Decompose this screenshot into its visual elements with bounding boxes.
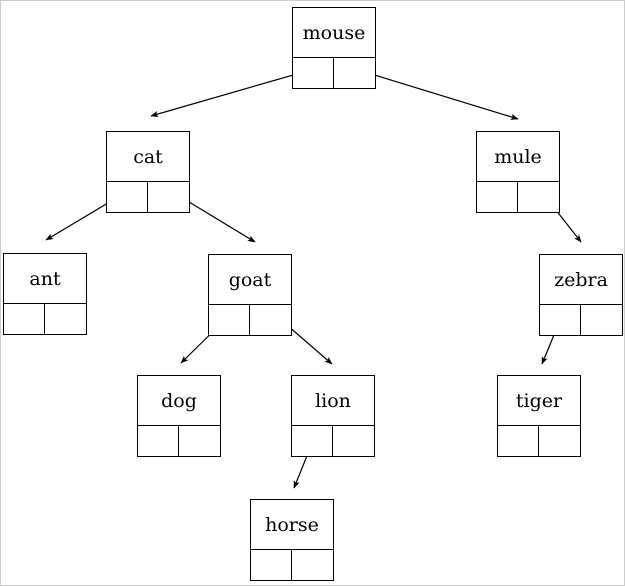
node-label-mouse: mouse <box>293 8 375 58</box>
node-label-dog: dog <box>138 376 220 426</box>
tree-node-goat[interactable]: goat <box>208 254 292 336</box>
tree-node-lion[interactable]: lion <box>291 375 375 457</box>
node-pointers-dog <box>138 426 220 457</box>
node-pointers-mule <box>477 182 559 213</box>
node-label-ant: ant <box>4 254 86 304</box>
node-pointers-horse <box>251 550 333 581</box>
tree-node-tiger[interactable]: tiger <box>497 375 581 457</box>
node-right-pointer-goat[interactable] <box>250 305 291 336</box>
node-left-pointer-horse[interactable] <box>251 550 292 581</box>
node-left-pointer-tiger[interactable] <box>498 426 539 457</box>
node-right-pointer-horse[interactable] <box>292 550 333 581</box>
node-right-pointer-mule[interactable] <box>518 182 559 213</box>
node-left-pointer-dog[interactable] <box>138 426 179 457</box>
node-pointers-goat <box>209 305 291 336</box>
node-pointers-tiger <box>498 426 580 457</box>
tree-edge-mouse-left-cat <box>150 68 315 118</box>
node-left-pointer-mouse[interactable] <box>293 58 334 89</box>
tree-node-horse[interactable]: horse <box>250 499 334 581</box>
node-label-tiger: tiger <box>498 376 580 426</box>
node-right-pointer-cat[interactable] <box>148 182 189 213</box>
node-pointers-zebra <box>540 305 622 336</box>
node-pointers-cat <box>107 182 189 213</box>
node-right-pointer-dog[interactable] <box>179 426 220 457</box>
node-left-pointer-mule[interactable] <box>477 182 518 213</box>
tree-node-mule[interactable]: mule <box>476 131 560 213</box>
node-label-goat: goat <box>209 255 291 305</box>
node-right-pointer-mouse[interactable] <box>334 58 375 89</box>
tree-node-zebra[interactable]: zebra <box>539 254 623 336</box>
node-left-pointer-cat[interactable] <box>107 182 148 213</box>
node-pointers-lion <box>292 426 374 457</box>
node-pointers-mouse <box>293 58 375 89</box>
node-label-mule: mule <box>477 132 559 182</box>
tree-node-ant[interactable]: ant <box>3 253 87 335</box>
node-label-lion: lion <box>292 376 374 426</box>
node-label-cat: cat <box>107 132 189 182</box>
node-left-pointer-goat[interactable] <box>209 305 250 336</box>
node-right-pointer-ant[interactable] <box>45 304 86 335</box>
node-right-pointer-zebra[interactable] <box>581 305 622 336</box>
tree-node-cat[interactable]: cat <box>106 131 190 213</box>
node-left-pointer-ant[interactable] <box>4 304 45 335</box>
node-label-zebra: zebra <box>540 255 622 305</box>
tree-edge-mouse-right-mule <box>354 68 519 120</box>
tree-node-dog[interactable]: dog <box>137 375 221 457</box>
node-pointers-ant <box>4 304 86 335</box>
tree-node-mouse[interactable]: mouse <box>292 7 376 89</box>
node-left-pointer-zebra[interactable] <box>540 305 581 336</box>
node-right-pointer-tiger[interactable] <box>539 426 580 457</box>
node-label-horse: horse <box>251 500 333 550</box>
node-left-pointer-lion[interactable] <box>292 426 333 457</box>
node-right-pointer-lion[interactable] <box>333 426 374 457</box>
